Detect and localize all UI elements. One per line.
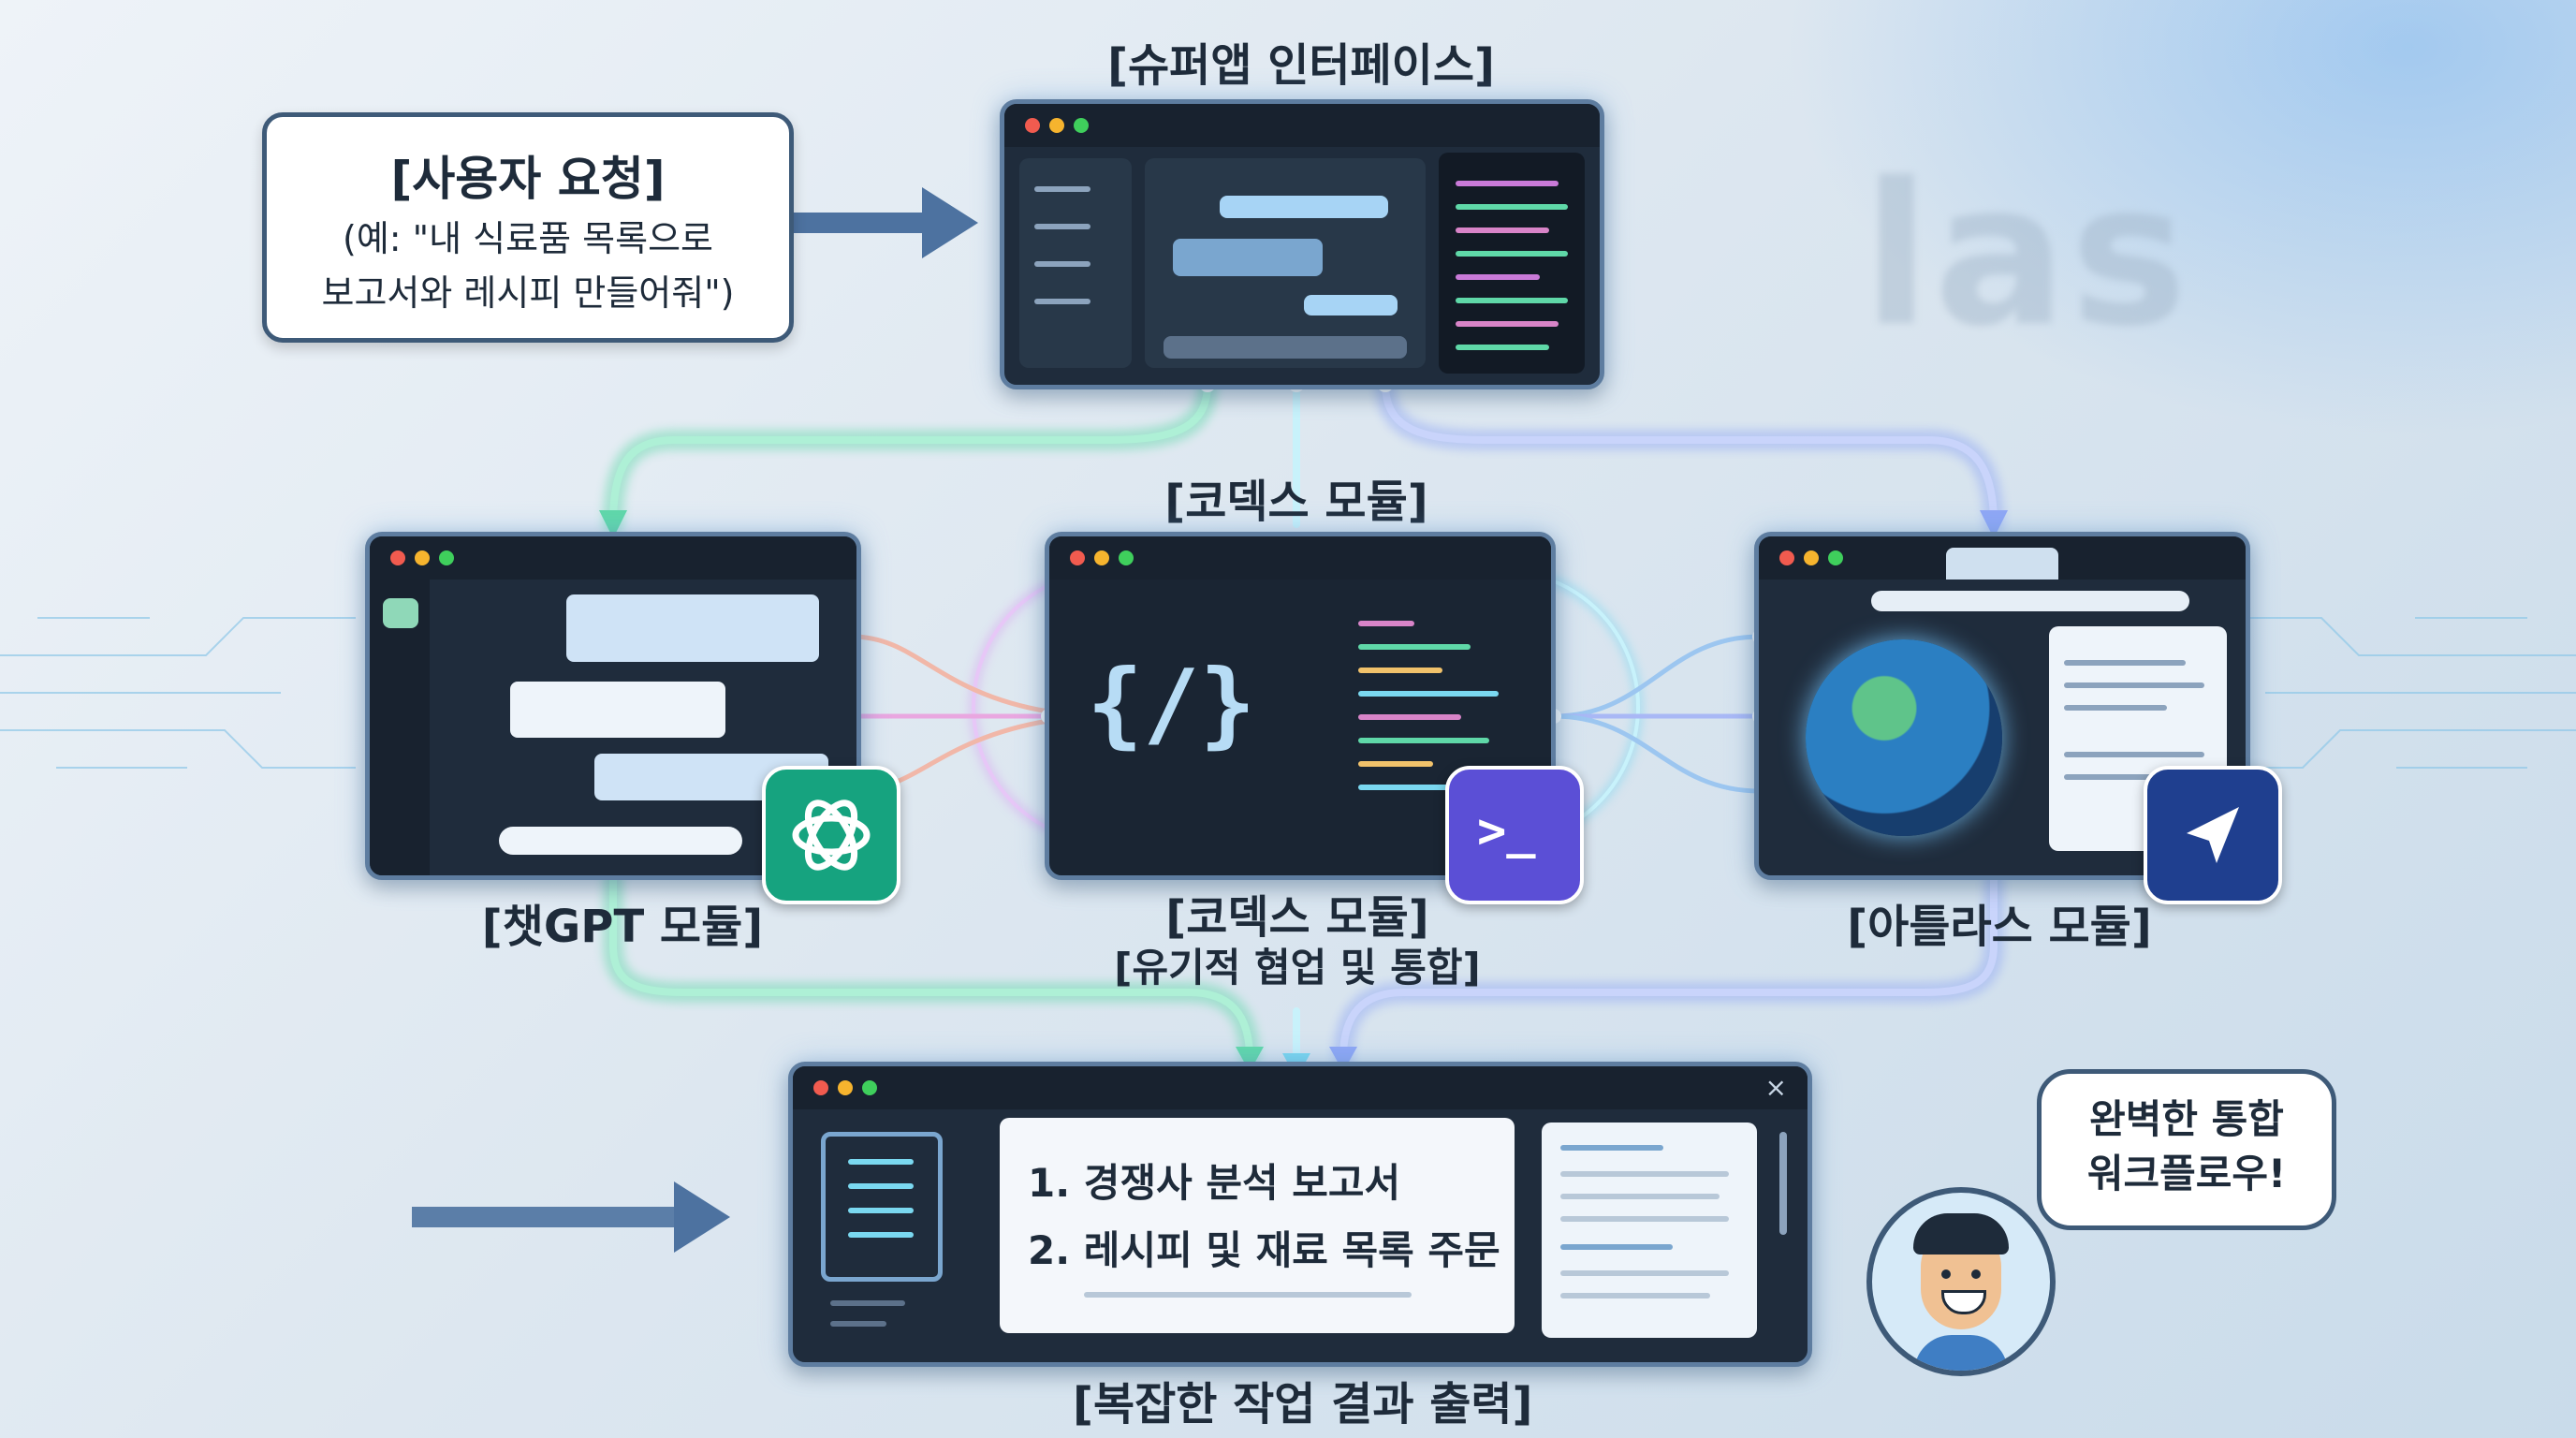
maximize-dot[interactable] (862, 1080, 877, 1095)
atlas-window (1754, 532, 2250, 880)
title-bar: × (793, 1066, 1808, 1109)
output-label: [복잡한 작업 결과 출력] (1073, 1378, 1533, 1431)
chat-bubble-icon (383, 598, 418, 628)
user-request-line2: 보고서와 레시피 만들어줘") (321, 272, 735, 314)
output-arrow (412, 1181, 730, 1253)
atlas-label: [아틀라스 모듈] (1847, 901, 2152, 953)
background-ghost-text: las (1863, 140, 2191, 370)
title-bar (370, 536, 856, 580)
maximize-dot[interactable] (439, 550, 454, 565)
checklist-document-icon (821, 1132, 943, 1282)
minimize-dot[interactable] (1049, 118, 1064, 133)
close-icon[interactable]: × (1764, 1072, 1787, 1103)
maximize-dot[interactable] (1828, 550, 1843, 565)
codex-top-label: [코덱스 모듈] (1164, 476, 1428, 528)
background-glow (1734, 0, 2576, 468)
title-bar (1049, 536, 1551, 580)
output-task-panel: 1. 경쟁사 분석 보고서 2. 레시피 및 재료 목록 주문 (1000, 1118, 1515, 1333)
close-dot[interactable] (1070, 550, 1085, 565)
user-request-title: [사용자 요청] (390, 152, 666, 206)
request-arrow (786, 187, 978, 258)
title-bar (1759, 536, 2246, 580)
chatgpt-label: [챗GPT 모듈] (481, 901, 764, 953)
speech-bubble: 완벽한 통합 워크플로우! (2037, 1069, 2336, 1230)
close-dot[interactable] (813, 1080, 828, 1095)
atlas-navigation-icon (2144, 766, 2282, 904)
chat-input[interactable] (499, 827, 742, 855)
maximize-dot[interactable] (1074, 118, 1089, 133)
superapp-sidebar (1019, 158, 1132, 368)
chat-bubble (510, 682, 725, 738)
minimize-dot[interactable] (838, 1080, 853, 1095)
user-request-box: [사용자 요청] (예: "내 식료품 목록으로 보고서와 레시피 만들어줘") (262, 112, 794, 343)
circuit-lines-right (2247, 617, 2576, 769)
chatgpt-sidebar (370, 580, 430, 875)
codex-terminal-icon: >_ (1445, 766, 1584, 904)
codex-label: [코덱스 모듈] (1165, 891, 1429, 944)
close-dot[interactable] (1025, 118, 1040, 133)
avatar (1866, 1187, 2056, 1376)
minimize-dot[interactable] (1094, 550, 1109, 565)
superapp-window (1000, 99, 1604, 389)
superapp-chat (1145, 158, 1426, 368)
circuit-lines-left (0, 617, 356, 769)
output-side-document (1542, 1123, 1757, 1338)
maximize-dot[interactable] (1119, 550, 1134, 565)
superapp-label: [슈퍼앱 인터페이스] (1107, 39, 1495, 92)
codex-sublabel: [유기적 협업 및 통합] (1114, 945, 1481, 990)
speech-line2: 워크플로우! (2086, 1151, 2287, 1196)
chat-bubble (566, 594, 819, 662)
user-request-line1: (예: "내 식료품 목록으로 (343, 218, 713, 259)
scrollbar[interactable] (1779, 1132, 1787, 1235)
close-dot[interactable] (1779, 550, 1794, 565)
speech-line1: 완벽한 통합 (2089, 1096, 2284, 1142)
globe-icon (1806, 639, 2002, 836)
output-task-2: 2. 레시피 및 재료 목록 주문 (1028, 1227, 1500, 1273)
output-task-1: 1. 경쟁사 분석 보고서 (1028, 1160, 1401, 1206)
minimize-dot[interactable] (1804, 550, 1819, 565)
minimize-dot[interactable] (415, 550, 430, 565)
superapp-code-panel (1439, 153, 1585, 374)
browser-tab[interactable] (1946, 548, 2058, 580)
title-bar (1004, 104, 1600, 147)
code-symbol: {/} (1087, 649, 1256, 758)
openai-logo-icon (762, 766, 900, 904)
close-dot[interactable] (390, 550, 405, 565)
address-bar[interactable] (1871, 591, 2189, 611)
terminal-symbol: >_ (1477, 803, 1536, 859)
